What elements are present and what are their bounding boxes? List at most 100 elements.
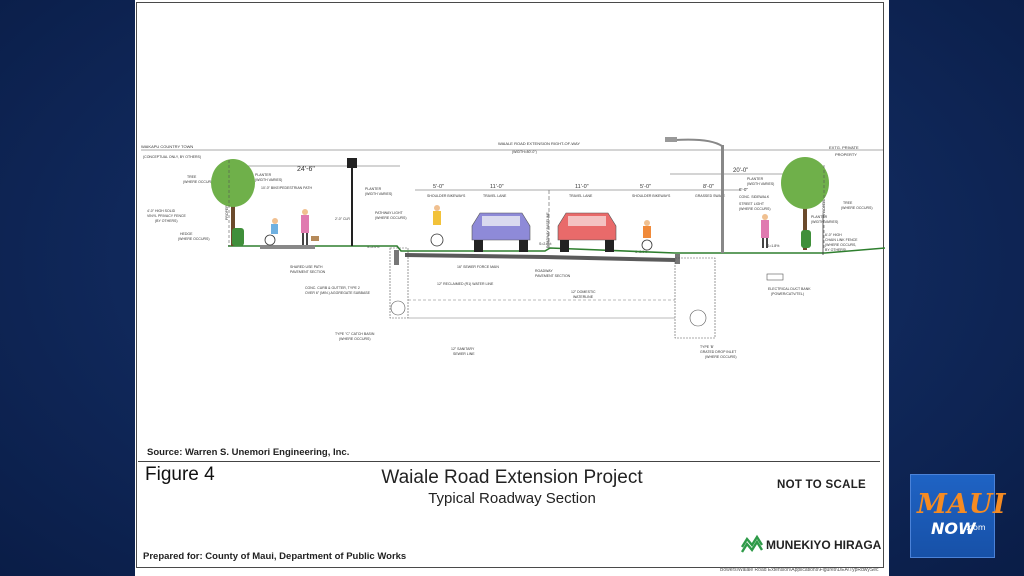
tree-left-occurs: (WHERE OCCURS) <box>183 180 215 184</box>
street-light-label: STREET LIGHT <box>739 202 765 206</box>
domestic-line-label-2: WATERLINE <box>573 295 594 299</box>
pedestrian-right-body <box>761 220 769 238</box>
curb-label: CONC. CURB & GUTTER, TYPE 2 <box>305 286 360 290</box>
sidewalk-label: CONC. SIDEWALK <box>739 195 770 199</box>
lane-label-travel-right: TRAVEL LANE <box>569 194 593 198</box>
left-edge-note: (CONCEPTUAL ONLY, BY OTHERS) <box>143 155 201 159</box>
now-logo-word: NOW <box>931 519 976 538</box>
drawing-sheet: WAIKAPU COUNTRY TOWN (CONCEPTUAL ONLY, B… <box>135 0 889 576</box>
path-bike-wheel <box>264 234 276 246</box>
tree-left-canopy <box>211 159 255 207</box>
left-trench <box>389 247 409 319</box>
left-edge-label: WAIKAPU COUNTRY TOWN <box>141 144 193 149</box>
firm-name: MUNEKIYO HIRAGA <box>766 538 882 552</box>
lane-label-swale: GRASSED SWALE <box>695 194 726 198</box>
pedestrian-body <box>301 215 309 233</box>
duct-bank <box>766 273 784 281</box>
clearance-label: 2'-0" CLR <box>335 217 350 221</box>
baseline-label: ROADWAY BASELINE <box>546 212 550 248</box>
dotcom-suffix: .com <box>966 523 986 532</box>
hedge-occurs: (WHERE OCCURS) <box>178 237 210 241</box>
reclaimed-line-label: 12" RECLAIMED (R1) WATER LINE <box>437 282 494 286</box>
pedestrian-leg-right <box>306 233 308 245</box>
roadway-pavement <box>405 253 675 262</box>
street-light-pole <box>721 145 724 253</box>
shared-path-label-2: PAVEMENT SECTION <box>290 270 326 274</box>
prepared-for: Prepared for: County of Maui, Department… <box>143 551 407 562</box>
cyclist-right-head <box>644 220 650 226</box>
sheet-border <box>136 2 884 568</box>
grade-line <box>228 245 886 254</box>
figure-number: Figure 4 <box>145 464 215 485</box>
street-light-head <box>665 137 677 142</box>
bike-path-label: 10'-0" BIKE/PEDESTRIAN PATH <box>261 186 312 190</box>
hedge-label: HEDGE <box>180 232 193 236</box>
wall-label: 4'-0" HIGH SOLID <box>147 209 176 213</box>
pedestrian-leg-left <box>302 233 304 245</box>
dim-shoulder-right: 5'-0" <box>640 184 651 190</box>
fence-label-2: CHAIN LINK FENCE <box>825 238 858 242</box>
cyclist-left-head <box>434 205 440 211</box>
wall-label-3: (BY OTHERS) <box>155 219 178 223</box>
drop-inlet-label: TYPE 'B' <box>700 345 714 349</box>
force-main-label: 16" SEWER FORCE MAIN <box>457 265 499 269</box>
drop-inlet-occurs: (WHERE OCCURS) <box>705 355 737 359</box>
car-right-window <box>568 216 606 226</box>
roadway-pavement-label-2: PAVEMENT SECTION <box>535 274 571 278</box>
curb-label-2: OVER 6" (MIN.) AGGREGATE SUBBASE <box>305 291 371 295</box>
cyclist-path-head <box>272 218 278 224</box>
planter-right-width: (WIDTH VARIES) <box>747 182 774 186</box>
figure-title: Waiale Road Extension Project <box>381 467 643 488</box>
cyclist-left-body <box>433 211 441 225</box>
car-left-window <box>482 216 520 226</box>
catch-basin-label: TYPE "C" CATCH BASIN <box>335 332 375 336</box>
dim-swale: 8'-0" <box>703 184 714 190</box>
slope-right: S=1.8% <box>767 244 779 248</box>
figure-subtitle: Typical Roadway Section <box>428 490 596 507</box>
roadway-section-drawing: WAIKAPU COUNTRY TOWN (CONCEPTUAL ONLY, B… <box>141 137 886 359</box>
duct-bank-label-2: (POWER/CATV/TEL) <box>771 292 804 296</box>
pedestrian-right-leg-left <box>762 238 764 248</box>
pathway-light-occurs: (WHERE OCCURS) <box>375 216 407 220</box>
slope-planter: S=2.0% <box>367 245 379 249</box>
tree-left-trunk <box>231 198 235 246</box>
right-width: 20'-0" <box>733 168 748 174</box>
pathway-lamp-post <box>351 166 353 246</box>
maui-now-logo: MAUI NOW .com <box>910 474 1006 558</box>
cyclist-right-body <box>643 226 651 238</box>
fence-label: 6'-0" HIGH <box>825 233 842 237</box>
drop-inlet-label-2: GRATED DROP INLET <box>700 350 737 354</box>
catch-basin-pipe <box>390 300 406 316</box>
duct-bank-label: ELECTRICAL DUCT BANK <box>768 287 811 291</box>
planter-left-width: (WIDTH VARIES) <box>255 178 282 182</box>
sidewalk-dim: 6'-0" <box>739 187 748 192</box>
hedge-left <box>232 228 244 246</box>
left-curb <box>394 250 399 265</box>
car-right-tire-right <box>605 240 614 252</box>
sanitary-line-label-2: SEWER LINE <box>453 352 475 356</box>
domestic-line-label: 12" DOMESTIC <box>571 290 596 294</box>
row-label: WAIALE ROAD EXTENSION RIGHT-OF-WAY <box>498 141 580 146</box>
dim-shoulder-left: 5'-0" <box>433 184 444 190</box>
planter-far-label: PLANTER <box>811 215 828 219</box>
title-block <box>138 461 880 566</box>
planter-right-label: PLANTER <box>747 177 764 181</box>
street-light-occurs: (WHERE OCCURS) <box>739 207 771 211</box>
car-left-tire-right <box>519 240 528 252</box>
shared-path-pavement <box>260 245 315 249</box>
left-width: 24'-6" <box>297 166 315 173</box>
sanitary-line-label: 12" SANITARY <box>451 347 475 351</box>
lane-label-shoulder-right: SHOULDER BIKEWAYS <box>632 194 671 198</box>
hedge-right <box>801 230 811 248</box>
lane-label-travel-left: TRAVEL LANE <box>483 194 507 198</box>
pathway-light-label: PATHWAY LIGHT <box>375 211 403 215</box>
cyclist-left-wheel <box>430 233 444 247</box>
file-path: Bowers\Waiale Road Extension\Application… <box>720 567 879 573</box>
planter-left-label: PLANTER <box>255 173 272 177</box>
right-trench <box>674 257 716 339</box>
street-light-arm <box>674 138 723 147</box>
tree-right-trunk <box>803 198 807 250</box>
planter-mid-width: (WIDTH VARIES) <box>365 192 392 196</box>
shared-path-label: SHARED USE PATH <box>290 265 323 269</box>
source-credit: Source: Warren S. Unemori Engineering, I… <box>147 447 350 458</box>
